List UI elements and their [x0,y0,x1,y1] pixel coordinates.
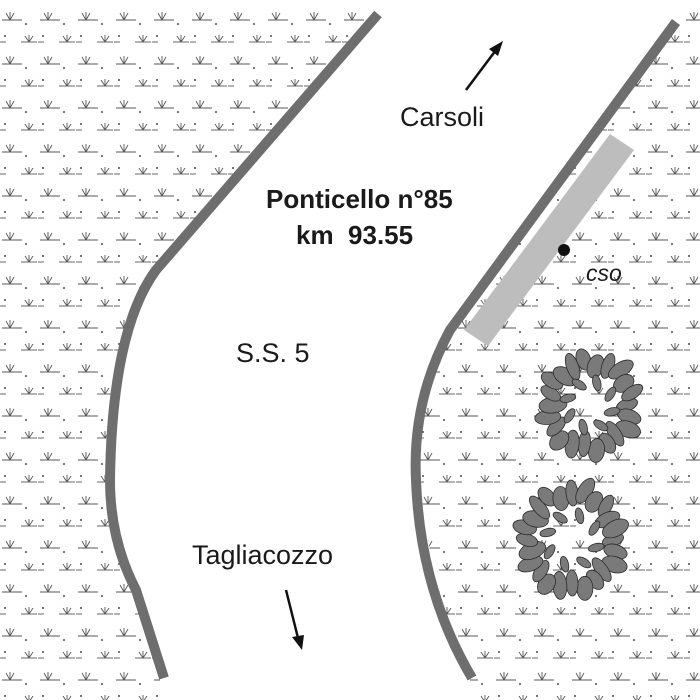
label-tagliacozzo: Tagliacozzo [192,540,333,570]
arrow-north-icon [465,41,503,91]
tree-clusters [512,348,644,601]
tree-leaf [604,386,617,402]
tree-leaf [603,407,621,417]
culvert-structure [464,134,634,346]
road-surface [110,14,676,676]
tree-leaf [563,408,576,424]
tree-leaf [576,575,594,601]
label-carsoli: Carsoli [400,102,484,132]
tree-leaf [539,527,557,538]
tree-leaf [543,544,556,560]
tree-leaf [587,542,605,553]
tree-cluster-south [512,477,629,601]
km-marker: km 93.55 [296,220,413,250]
tree-leaf [588,520,601,536]
arrow-south-icon [284,589,304,650]
map-title: Ponticello n°85 [266,184,453,214]
tree-leaf [559,555,570,573]
road-label: S.S. 5 [236,338,310,368]
road-edge-west [104,10,382,680]
tree-leaf [559,393,577,403]
tree-leaf [552,511,568,524]
point-label: cso [586,260,622,286]
road-edge-east [410,19,681,681]
tree-leaf [578,418,588,436]
survey-point [558,244,570,256]
vegetation-west [0,0,378,700]
tree-leaf [571,378,587,391]
tree-leaf [593,419,609,432]
tree-leaf [602,518,629,539]
tree-leaf [576,556,592,569]
tree-leaf [621,383,644,402]
tree-cluster-north [534,348,644,463]
vegetation-east [419,0,700,700]
tree-leaf [574,507,585,525]
tree-leaf [592,374,602,392]
